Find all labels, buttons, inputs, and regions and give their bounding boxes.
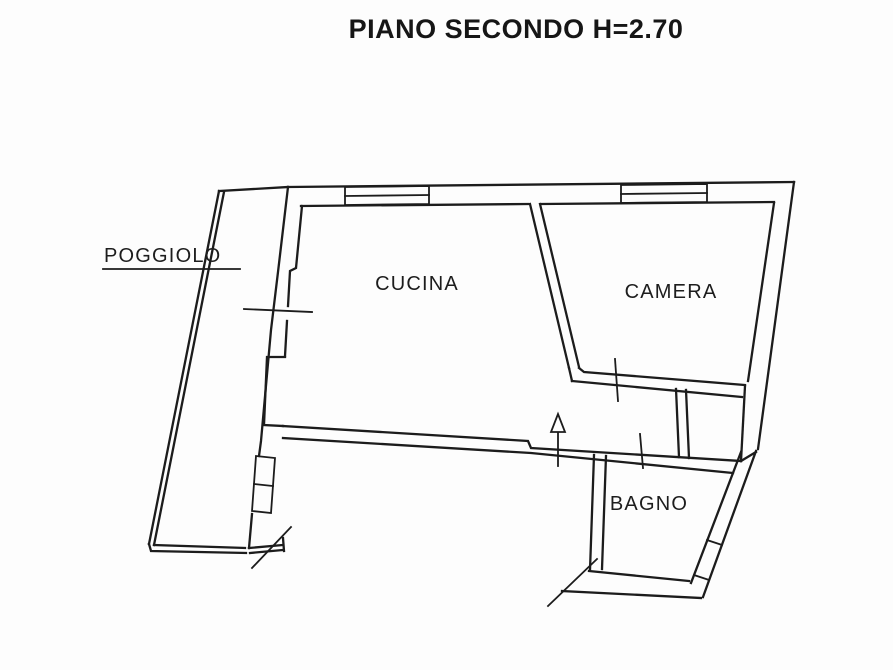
- door-tick-bagno: [639, 433, 644, 469]
- window-frame: [620, 183, 708, 204]
- wall-segment: [152, 543, 247, 550]
- bagno-diagonal-outer: [701, 449, 758, 599]
- camera-south-top: [577, 366, 747, 387]
- windows: [251, 183, 724, 582]
- divider-wall: [538, 202, 581, 369]
- window-frame: [251, 455, 276, 514]
- wall-segment: [739, 450, 758, 463]
- break-lines: [250, 525, 599, 608]
- door-marks: [243, 308, 644, 469]
- door-tick-poggiolo: [243, 308, 313, 313]
- entry-arrow-icon: [549, 411, 567, 467]
- south-wall-bottom: [281, 436, 735, 475]
- window-rung: [692, 573, 711, 582]
- bagno-bottom-inner: [587, 569, 691, 583]
- exterior-walls: [247, 180, 796, 600]
- bagno-west-wall: [600, 454, 608, 571]
- room-label-camera: CAMERA: [625, 281, 718, 303]
- wall-segment: [152, 190, 226, 547]
- window-rung: [705, 538, 724, 547]
- room-label-bagno: BAGNO: [610, 493, 688, 515]
- camera-south-bottom: [570, 379, 744, 399]
- window-north-2: [620, 183, 708, 204]
- west-wall-lower: [247, 512, 254, 550]
- break-line: [250, 525, 293, 570]
- south-wall-top: [281, 424, 743, 463]
- room-label-cucina: CUCINA: [375, 273, 459, 295]
- arrow-head: [549, 411, 567, 433]
- shaft-wall: [674, 387, 681, 459]
- wall-segment: [247, 543, 285, 550]
- wall-segment: [147, 189, 221, 546]
- interior-walls: [262, 202, 747, 572]
- east-wall-inner: [746, 201, 776, 383]
- cucina-west-leaf: [286, 204, 304, 308]
- divider-wall: [528, 202, 571, 370]
- page-title: PIANO SECONDO H=2.70: [349, 14, 684, 44]
- window-north-1: [344, 185, 430, 206]
- bagno-west-wall: [588, 453, 596, 572]
- window-midline: [620, 192, 708, 195]
- east-wall-inner-lower: [739, 384, 747, 463]
- door-tick-camera: [614, 358, 619, 402]
- bagno-bottom-outer: [560, 589, 703, 600]
- window-west: [251, 455, 276, 514]
- shaft-wall: [684, 388, 691, 460]
- wall-segment: [147, 542, 248, 555]
- wall-segment: [567, 366, 574, 383]
- window-bagno: [692, 538, 724, 582]
- window-midline: [344, 194, 430, 197]
- window-midline: [253, 483, 274, 487]
- west-wall: [257, 185, 290, 458]
- east-wall-outer: [756, 180, 796, 451]
- wall-segment: [217, 185, 290, 193]
- break-line: [546, 557, 599, 608]
- pilaster: [262, 355, 287, 428]
- room-label-poggiolo: POGGIOLO: [104, 245, 221, 267]
- wall-segment: [281, 536, 286, 553]
- cucina-west-leaf: [283, 319, 289, 358]
- balcony-walls: [147, 185, 290, 555]
- window-frame: [344, 185, 430, 206]
